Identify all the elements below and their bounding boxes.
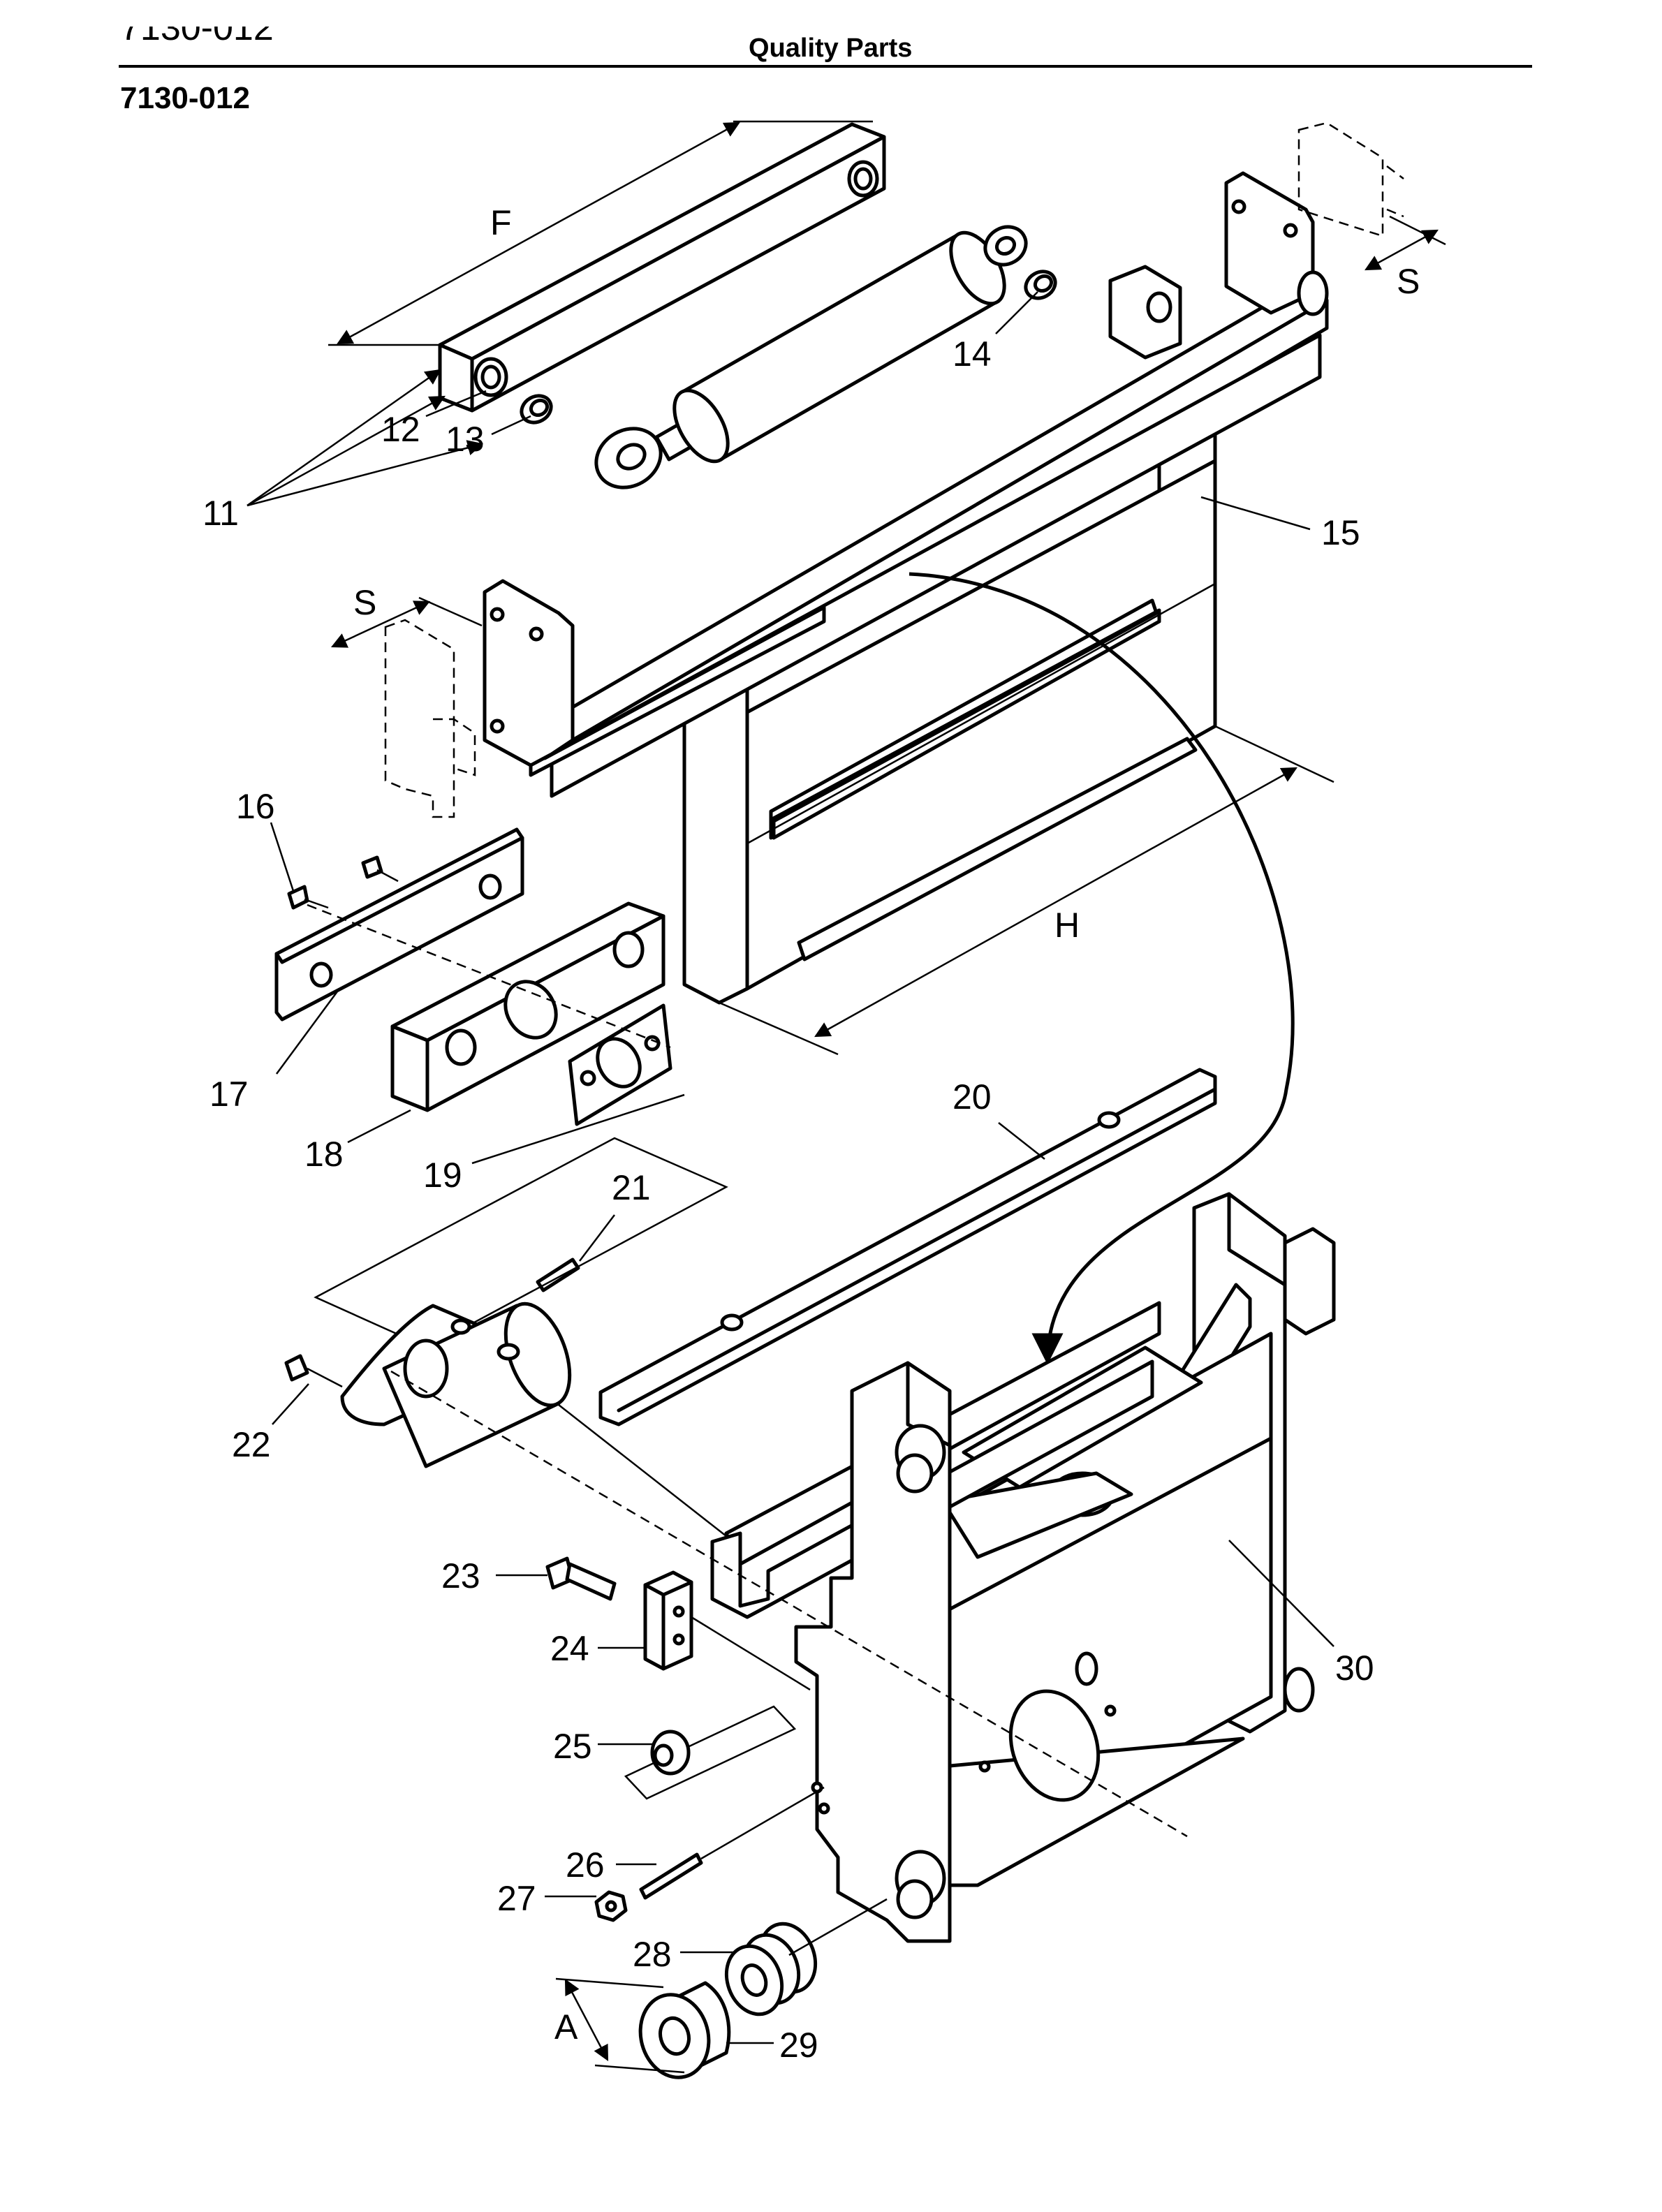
part-27-nut bbox=[594, 1890, 628, 1922]
callout-17: 17 bbox=[209, 1075, 249, 1114]
callout-28: 28 bbox=[633, 1935, 672, 1974]
callout-16: 16 bbox=[236, 787, 275, 826]
callout-19: 19 bbox=[423, 1156, 462, 1195]
header-rule bbox=[119, 65, 1532, 68]
assembly-curved-arrow bbox=[909, 572, 1295, 1365]
part-25-bushing bbox=[624, 1705, 797, 1800]
part-16-screws bbox=[287, 855, 399, 910]
part-20-rail bbox=[598, 1068, 1217, 1426]
ghost-bracket-left bbox=[384, 619, 476, 818]
parts-16-19-centerline bbox=[307, 904, 671, 1049]
callout-18: 18 bbox=[304, 1135, 344, 1174]
callout-30: 30 bbox=[1335, 1649, 1374, 1688]
callout-12: 12 bbox=[381, 410, 420, 449]
part-14-ring bbox=[1024, 270, 1057, 300]
part-30-carriage bbox=[710, 1192, 1336, 1943]
hydraulic-cylinder bbox=[594, 225, 1028, 489]
callout-20: 20 bbox=[953, 1077, 992, 1116]
part-17-plate bbox=[274, 827, 524, 1022]
callout-11: 11 bbox=[203, 494, 239, 533]
part-22-housing bbox=[284, 1137, 728, 1468]
callout-23: 23 bbox=[441, 1556, 480, 1595]
callout-f: F bbox=[490, 203, 512, 242]
callout-13: 13 bbox=[446, 420, 485, 459]
callout-24: 24 bbox=[550, 1629, 589, 1668]
callout-29: 29 bbox=[779, 2026, 818, 2065]
callout-25: 25 bbox=[553, 1727, 592, 1766]
callout-21: 21 bbox=[612, 1168, 651, 1207]
part-29-wheel bbox=[638, 1981, 731, 2079]
leader-lines bbox=[247, 291, 1334, 2044]
assembly-centerlines bbox=[390, 1370, 1188, 1956]
dimension-f bbox=[328, 120, 873, 346]
dimension-a bbox=[555, 1977, 685, 2074]
callout-h: H bbox=[1054, 906, 1080, 945]
dimension-s-left bbox=[330, 596, 483, 648]
part-28-roller bbox=[724, 1922, 818, 2016]
callout-22: 22 bbox=[232, 1425, 271, 1464]
callout-s-top: S bbox=[1397, 262, 1420, 301]
callout-15: 15 bbox=[1321, 513, 1360, 552]
callout-14: 14 bbox=[953, 334, 992, 374]
page-header: 7130-012 Quality Parts bbox=[0, 0, 1662, 77]
dimension-s-top bbox=[1365, 215, 1446, 271]
part-13-ring bbox=[520, 394, 553, 425]
callout-a: A bbox=[554, 2007, 578, 2047]
callout-26: 26 bbox=[566, 1845, 605, 1885]
ghost-bracket-top bbox=[1297, 121, 1404, 237]
part-26-threaded-rod bbox=[639, 1852, 703, 1900]
header-title: Quality Parts bbox=[749, 34, 913, 63]
callout-labels: F S S H A 11 12 13 14 15 16 17 18 19 20 … bbox=[203, 203, 1420, 2065]
part-23-bolt bbox=[545, 1556, 617, 1601]
part-18-block bbox=[390, 901, 665, 1112]
callout-27: 27 bbox=[497, 1879, 536, 1918]
page-code: 7130-012 bbox=[120, 81, 250, 115]
part-12-bar bbox=[438, 122, 886, 413]
callout-s-left: S bbox=[353, 583, 376, 622]
part-24-block bbox=[643, 1570, 693, 1671]
dimension-h bbox=[719, 725, 1334, 1056]
part-19-plate bbox=[568, 1003, 672, 1126]
cut-off-page-code: 7130-012 bbox=[120, 8, 274, 48]
